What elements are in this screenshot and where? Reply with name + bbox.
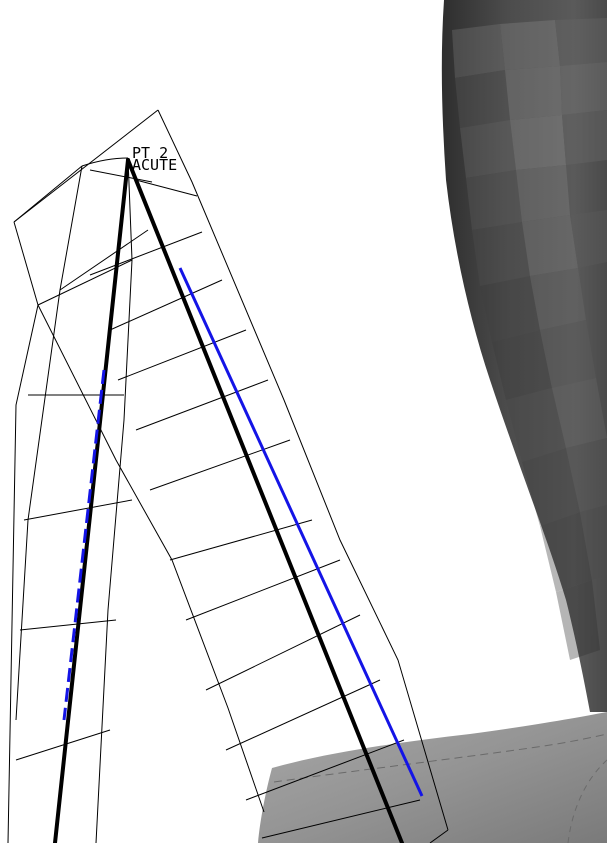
blue-reference-lines[interactable] — [62, 267, 424, 797]
dark-mesh-body[interactable] — [441, 0, 607, 712]
black-skeleton-lines[interactable] — [53, 158, 404, 843]
point-type-label: ACUTE — [132, 156, 177, 174]
point-id-label: PT 2 — [132, 144, 168, 162]
right-grid-strip[interactable] — [13, 109, 449, 843]
left-grid-strip[interactable] — [7, 157, 153, 843]
point-label: PT 2 ACUTE — [132, 144, 177, 174]
